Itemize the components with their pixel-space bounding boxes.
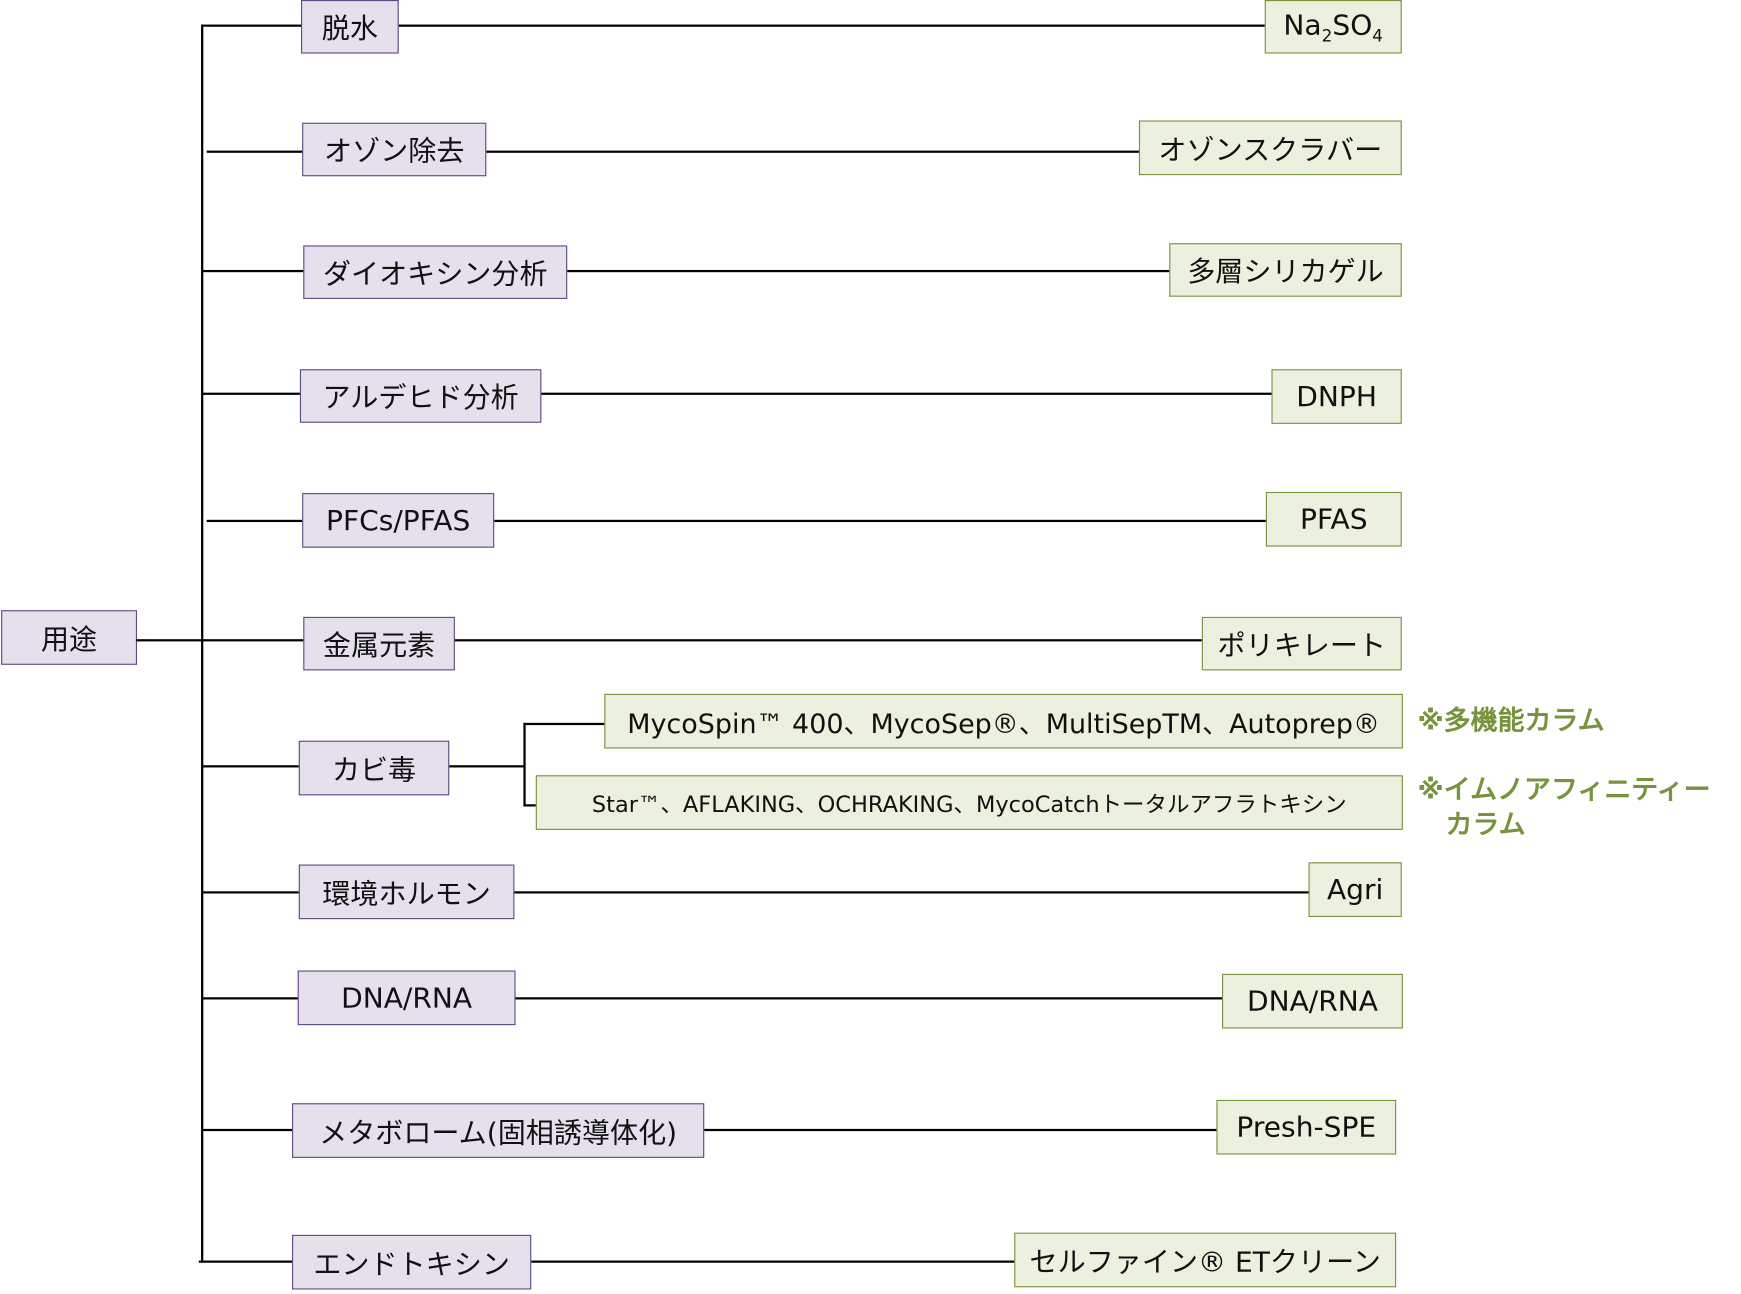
product-label: Star™、AFLAKING、OCHRAKING、MycoCatchトータルアフ… [591,790,1347,818]
connector [202,1128,1219,1132]
connector [202,269,1214,273]
connector [202,891,1315,894]
product-node: PFAS [1265,491,1402,547]
product-node: Agri [1308,862,1402,917]
category-label: PFCs/PFAS [326,504,471,537]
product-label: DNPH [1296,380,1377,413]
note-multifunction-column: ※多機能カラム [1417,704,1605,737]
connector [202,392,1281,395]
connector [135,639,204,642]
root-label: 用途 [40,623,98,656]
category-node: 環境ホルモン [298,864,515,920]
root-node: 用途 [1,610,138,665]
category-node: ダイオキシン分析 [303,245,568,299]
product-label: ポリキレート [1217,629,1387,662]
product-label: DNA/RNA [1246,984,1378,1018]
product-label: セルファイン® ETクリーン [1029,1245,1381,1278]
connector [202,639,1214,642]
connector [523,804,539,807]
product-label: Agri [1326,873,1384,906]
note-immunoaffinity-column: ※イムノアフィニティーカラム [1417,774,1711,840]
product-node: セルファイン® ETクリーン [1014,1232,1397,1288]
category-label: DNA/RNA [341,981,473,1014]
product-label: Presh-SPE [1236,1111,1377,1144]
category-label: エンドトキシン [313,1247,510,1281]
product-node-immunoaffinity: Star™、AFLAKING、OCHRAKING、MycoCatchトータルアフ… [535,775,1403,830]
product-node: Na2SO4 [1264,0,1402,54]
category-label: 脱水 [321,12,378,45]
category-label: メタボローム(固相誘導体化) [319,1116,678,1149]
category-node: オゾン除去 [302,122,487,177]
product-label: PFAS [1300,503,1368,536]
connector [523,722,607,726]
product-node: DNPH [1271,369,1402,424]
category-label: アルデヒド分析 [322,381,519,414]
product-node: DNA/RNA [1222,973,1403,1029]
category-node: エンドトキシン [292,1234,532,1290]
product-label: MycoSpin™ 400、MycoSep®、MultiSepTM、Autopr… [627,708,1380,740]
product-node: Presh-SPE [1216,1099,1397,1155]
category-node: 金属元素 [303,616,455,671]
connector [206,150,1218,153]
product-node: 多層シリカゲル [1169,243,1402,297]
connector [202,24,1326,27]
connector [206,519,1274,523]
category-node: メタボローム(固相誘導体化) [292,1103,705,1158]
category-node: アルデヒド分析 [299,369,542,423]
category-label: 環境ホルモン [322,877,491,910]
connector [202,997,1225,1000]
product-node: オゾンスクラバー [1138,120,1402,176]
product-node: ポリキレート [1201,616,1402,671]
product-node-multifunction: MycoSpin™ 400、MycoSep®、MultiSepTM、Autopr… [604,693,1403,749]
category-label: カビ毒 [331,753,417,786]
category-node: DNA/RNA [297,970,516,1026]
branch-spine [523,722,526,807]
category-label: 金属元素 [322,629,436,662]
product-label: 多層シリカゲル [1187,255,1384,288]
category-node: カビ毒 [298,740,450,796]
product-label: Na2SO4 [1283,8,1384,46]
product-label: オゾンスクラバー [1158,133,1383,166]
category-label: ダイオキシン分析 [322,257,548,291]
spine [201,24,204,1263]
category-node: 脱水 [301,0,399,54]
category-label: オゾン除去 [324,134,465,168]
category-node: PFCs/PFAS [302,493,495,548]
connector [198,1260,1019,1263]
